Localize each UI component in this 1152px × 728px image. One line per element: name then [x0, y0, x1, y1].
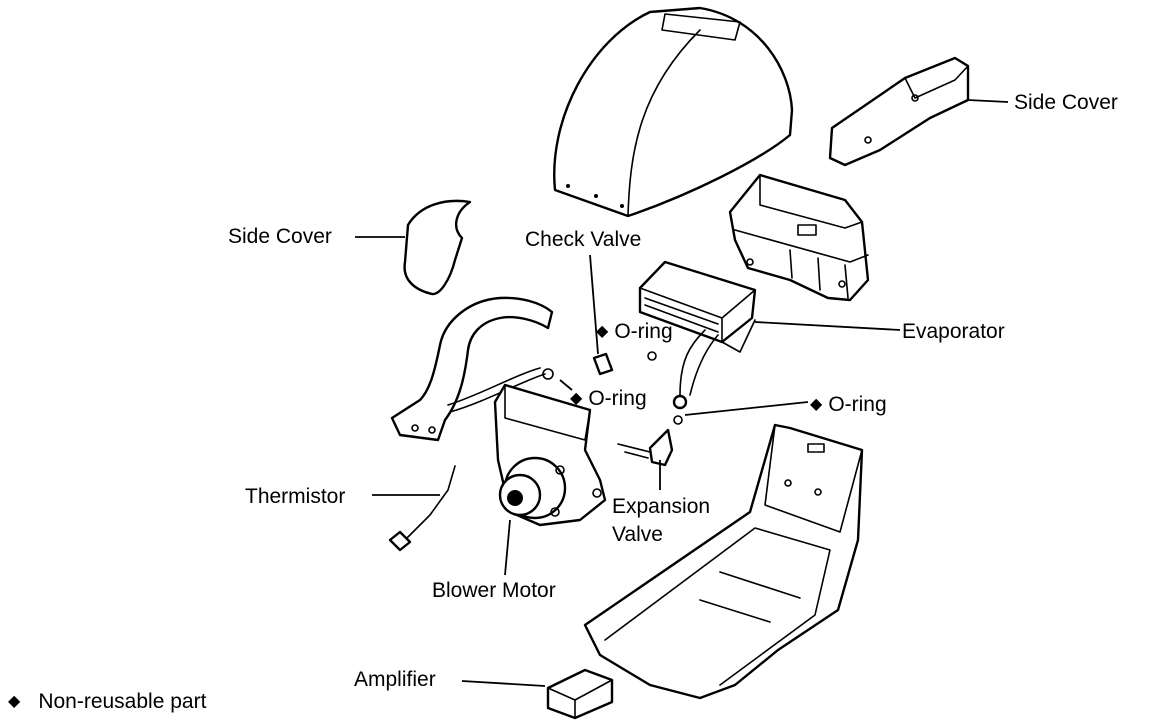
label-amplifier: Amplifier	[354, 668, 436, 691]
check-valve-part	[592, 352, 614, 376]
label-expansion-valve-line1: Expansion	[612, 495, 711, 518]
leader-lines	[355, 99, 1009, 687]
label-o-ring-2: ◆ O-ring	[570, 388, 647, 409]
expansion-valve-part	[617, 428, 674, 467]
label-expansion-valve-line2: Valve	[612, 523, 663, 546]
o-ring-part-1	[647, 351, 657, 361]
legend: ◆ Non-reusable part	[8, 691, 206, 712]
amplifier-part	[546, 668, 614, 720]
label-side-cover-left: Side Cover	[228, 225, 332, 248]
label-evaporator: Evaporator	[902, 320, 1005, 343]
label-o-ring-1: ◆ O-ring	[596, 321, 673, 342]
legend-text: Non-reusable part	[38, 690, 207, 713]
label-check-valve: Check Valve	[525, 228, 642, 251]
side-cover-left-part	[403, 199, 472, 296]
top-cover	[553, 6, 794, 218]
console-box	[583, 423, 864, 700]
non-reusable-diamond-icon: ◆	[596, 323, 609, 340]
evaporator-case	[728, 173, 870, 302]
blower-unit	[493, 383, 607, 527]
label-o-ring-3: ◆ O-ring	[810, 394, 887, 415]
o-ring-part-3	[673, 415, 683, 425]
side-cover-right-part	[828, 56, 970, 167]
non-reusable-diamond-icon: ◆	[8, 693, 21, 710]
o-ring-3-text: O-ring	[828, 393, 887, 416]
label-blower-motor: Blower Motor	[432, 579, 556, 602]
label-thermistor: Thermistor	[245, 485, 346, 508]
o-ring-1-text: O-ring	[614, 320, 673, 343]
o-ring-2-text: O-ring	[588, 387, 647, 410]
label-side-cover-right: Side Cover	[1014, 91, 1118, 114]
evaporator-core	[638, 260, 757, 410]
non-reusable-diamond-icon: ◆	[570, 390, 583, 407]
thermistor-part	[388, 465, 456, 552]
non-reusable-diamond-icon: ◆	[810, 396, 823, 413]
